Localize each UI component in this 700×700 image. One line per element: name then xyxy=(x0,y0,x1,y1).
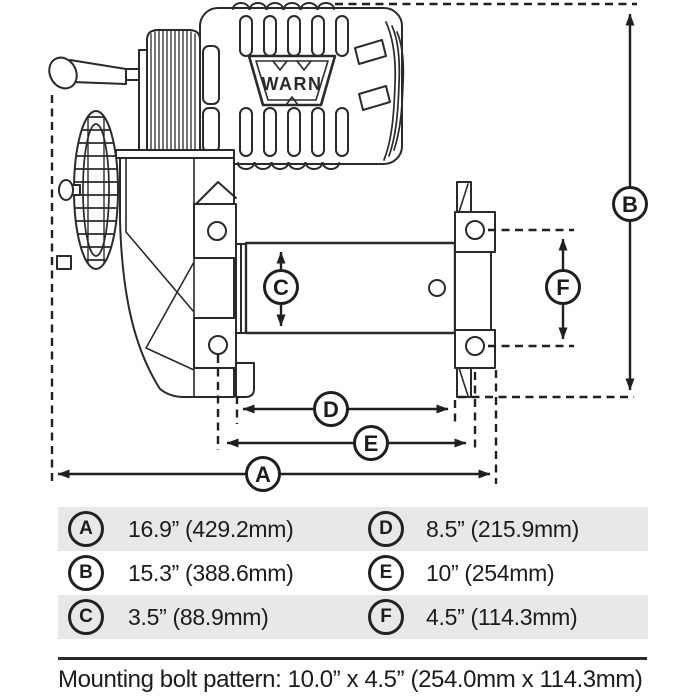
winch-frame xyxy=(115,149,237,398)
dim-key-badge-c: C xyxy=(68,599,104,635)
clutch-cog-wheel xyxy=(56,110,119,270)
motor-top-ribs xyxy=(232,2,335,10)
dimension-spec-table: A 16.9” (429.2mm) B 15.3” (388.6mm) C 3.… xyxy=(58,507,648,639)
dim-value-d: 8.5” (215.9mm) xyxy=(426,515,580,542)
mounting-bracket-right xyxy=(454,181,496,398)
spec-row-e: E 10” (254mm) xyxy=(350,551,648,595)
dim-label-d: D xyxy=(313,391,349,427)
dim-value-f: 4.5” (114.3mm) xyxy=(426,603,578,630)
dim-key-badge-d: D xyxy=(368,511,404,547)
gear-housing xyxy=(138,29,201,155)
dimension-labels: A B C D E F xyxy=(245,186,648,492)
dim-letter-d: D xyxy=(323,397,339,422)
warn-logo-text: WARN xyxy=(262,74,323,94)
crank-lever xyxy=(69,59,127,85)
dim-key-badge-e: E xyxy=(368,555,404,591)
motor-bottom-ribs xyxy=(237,162,340,170)
bolt-hole-right-bottom xyxy=(465,336,485,356)
dim-value-e: 10” (254mm) xyxy=(426,559,555,586)
dim-key-badge-a: A xyxy=(68,511,104,547)
warn-logo-badge: WARN xyxy=(247,54,337,107)
motor-end-cap xyxy=(383,21,405,161)
spec-row-d: D 8.5” (215.9mm) xyxy=(350,507,648,551)
dimension-arrows xyxy=(57,13,635,479)
spec-row-f: F 4.5” (114.3mm) xyxy=(350,595,648,639)
motor-grooves xyxy=(239,15,349,157)
spec-row-c: C 3.5” (88.9mm) xyxy=(58,595,350,639)
dim-key-badge-b: B xyxy=(68,555,104,591)
dim-letter-b: B xyxy=(622,192,638,217)
bolt-hole-left-bottom xyxy=(208,335,228,355)
clutch-pin xyxy=(58,179,74,201)
dim-label-b: B xyxy=(612,186,648,222)
winch-dimension-diagram: WARN xyxy=(48,2,648,492)
dim-letter-a: A xyxy=(255,462,271,487)
extension-lines xyxy=(50,2,637,484)
dim-letter-e: E xyxy=(364,431,379,456)
motor-housing: WARN xyxy=(199,2,405,170)
drum-flange xyxy=(235,243,255,398)
dim-label-e: E xyxy=(353,425,389,461)
dim-label-f: F xyxy=(545,269,581,305)
spec-row-b: B 15.3” (388.6mm) xyxy=(58,551,350,595)
dim-label-a: A xyxy=(245,456,281,492)
dim-key-badge-f: F xyxy=(368,599,404,635)
dim-value-a: 16.9” (429.2mm) xyxy=(128,515,294,542)
dim-letter-f: F xyxy=(556,275,569,300)
dim-value-b: 15.3” (388.6mm) xyxy=(128,559,294,586)
mounting-bolt-pattern-note: Mounting bolt pattern: 10.0” x 4.5” (254… xyxy=(58,657,647,694)
bolt-hole-left-top xyxy=(207,221,227,241)
drum-hole xyxy=(428,279,446,297)
dim-value-c: 3.5” (88.9mm) xyxy=(128,603,269,630)
dim-letter-c: C xyxy=(273,275,289,300)
spec-row-a: A 16.9” (429.2mm) xyxy=(58,507,350,551)
dim-label-c: C xyxy=(263,269,299,305)
bolt-hole-right-top xyxy=(465,220,485,240)
crank-knob xyxy=(48,56,78,90)
